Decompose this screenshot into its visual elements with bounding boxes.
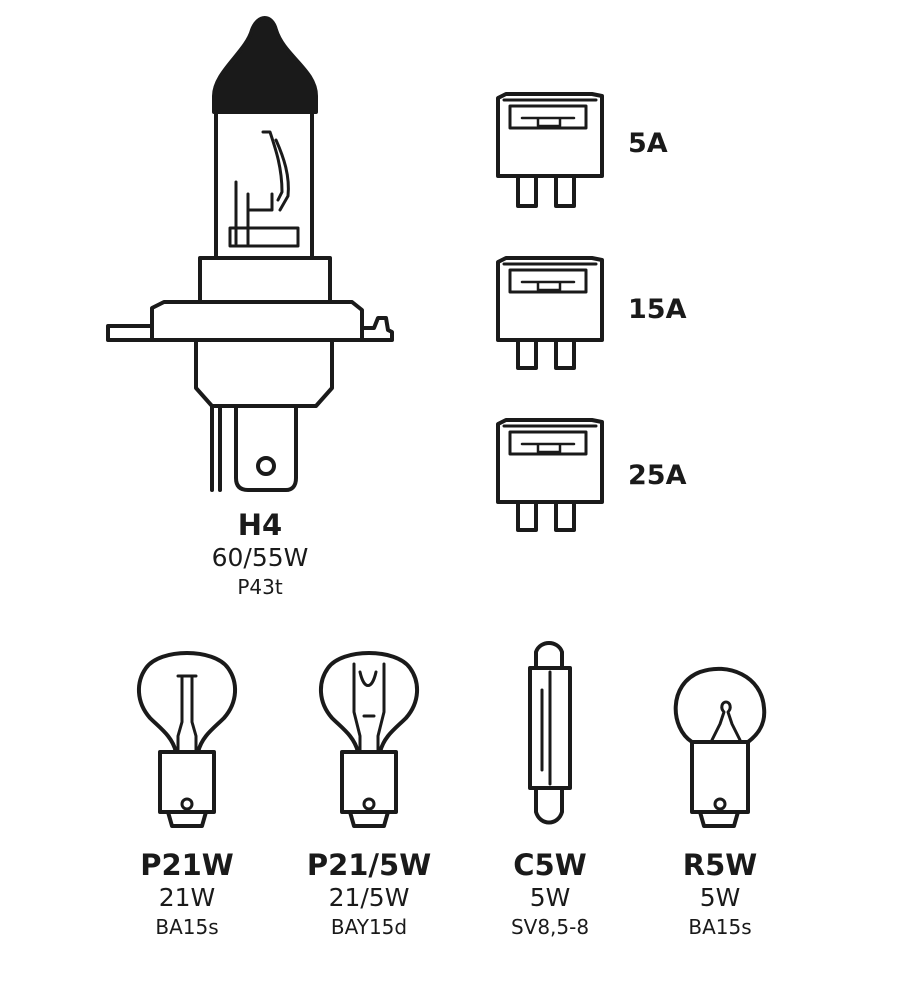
r5w-label: R5W 5W BA15s (640, 848, 800, 940)
c5w-festoon-bulb-icon (528, 641, 572, 825)
bulb-name: P21/5W (306, 848, 432, 882)
bulb-wattage: 21W (158, 883, 216, 912)
bulb-base: SV8,5-8 (510, 915, 590, 939)
bulb-wattage: 5W (529, 883, 571, 912)
bulb-name: H4 (237, 508, 283, 542)
p21w-bulb-icon (137, 651, 237, 828)
fuse-rating-label: 5A (628, 128, 668, 159)
bulb-name: R5W (682, 848, 758, 882)
fuse-rating-label: 15A (628, 294, 687, 325)
blade-fuse-icon (496, 256, 604, 370)
blade-fuse-icon (496, 418, 604, 532)
bulb-name: P21W (140, 848, 234, 882)
bulb-wattage: 5W (699, 883, 741, 912)
p21-5w-bulb-icon (319, 651, 419, 828)
h4-headlight-bulb-icon (106, 16, 394, 492)
r5w-bulb-icon (673, 666, 767, 828)
c5w-label: C5W 5W SV8,5-8 (470, 848, 630, 940)
fuse-rating-label: 25A (628, 460, 687, 491)
bulb-base: BAY15d (330, 915, 408, 939)
bulb-name: C5W (513, 848, 587, 882)
bulb-wattage: 60/55W (211, 543, 309, 572)
p21-5w-label: P21/5W 21/5W BAY15d (289, 848, 449, 940)
bulb-wattage: 21/5W (328, 883, 410, 912)
h4-label: H4 60/55W P43t (160, 508, 360, 600)
blade-fuse-icon (496, 92, 604, 208)
bulb-base: BA15s (155, 915, 219, 939)
bulb-base: P43t (237, 575, 283, 599)
bulb-base: BA15s (688, 915, 752, 939)
p21w-label: P21W 21W BA15s (107, 848, 267, 940)
